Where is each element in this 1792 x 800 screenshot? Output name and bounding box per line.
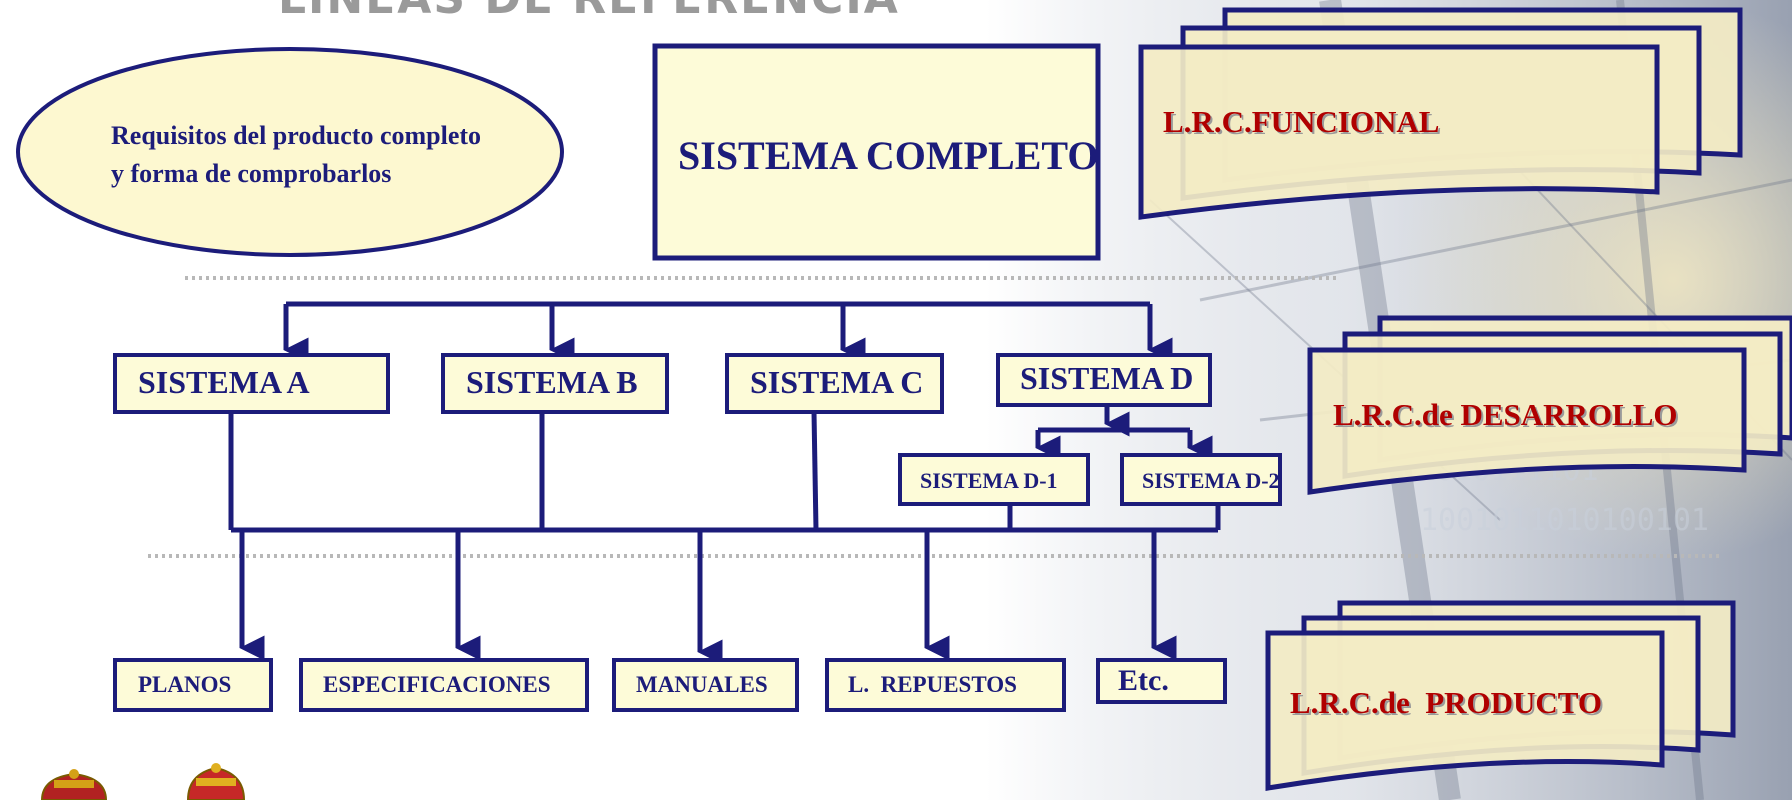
system-d2-box: [1120, 453, 1282, 506]
baseline-producto-stack: [1265, 600, 1736, 791]
system-a-label: SISTEMA A: [138, 364, 310, 400]
doc-etc-box: [1096, 658, 1227, 704]
doc-planos-label: PLANOS: [138, 672, 232, 697]
system-d1-box: [898, 453, 1090, 506]
system-d2-label: SISTEMA D-2: [1142, 468, 1280, 493]
doc-etc-label: Etc.: [1118, 664, 1169, 697]
system-a-box: [113, 353, 390, 414]
doc-planos-box: [113, 658, 273, 712]
baseline-producto-label: L.R.C.de PRODUCTO: [1290, 685, 1603, 720]
system-d-label: SISTEMA D: [1020, 360, 1194, 396]
ellipse-text-line1: Requisitos del producto completo: [111, 121, 482, 150]
doc-manuales-label: MANUALES: [636, 672, 768, 697]
ellipse-text-line2: y forma de comprobarlos: [111, 159, 392, 188]
doc-especificaciones-box: [299, 658, 589, 712]
baseline-funcional-stack: [1138, 7, 1743, 220]
system-b-label: SISTEMA B: [466, 364, 638, 400]
doc-repuestos-box: [825, 658, 1066, 712]
system-c-box: [725, 353, 944, 414]
slide-title: LINEAS DE REFERENCIA: [278, 0, 978, 24]
crest-icon: [186, 763, 246, 800]
doc-especificaciones-label: ESPECIFICACIONES: [323, 672, 551, 697]
doc-manuales-box: [612, 658, 799, 712]
svg-text:1001011010100101: 1001011010100101: [1420, 503, 1709, 538]
complete-system-box: [652, 43, 1101, 261]
requirements-ellipse: [16, 47, 564, 257]
system-d1-label: SISTEMA D-1: [920, 468, 1058, 493]
baseline-desarrollo-label: L.R.C.de DESARROLLO: [1333, 397, 1678, 432]
system-d-box: [996, 353, 1212, 407]
baseline-funcional-label: L.R.C.FUNCIONAL: [1163, 104, 1440, 139]
system-b-box: [441, 353, 669, 414]
system-c-label: SISTEMA C: [750, 364, 924, 400]
doc-repuestos-label: L. REPUESTOS: [848, 672, 1017, 697]
complete-system-label: SISTEMA COMPLETO: [678, 133, 1099, 178]
crest-icon: [40, 769, 108, 800]
baseline-desarrollo-stack: [1307, 315, 1792, 495]
